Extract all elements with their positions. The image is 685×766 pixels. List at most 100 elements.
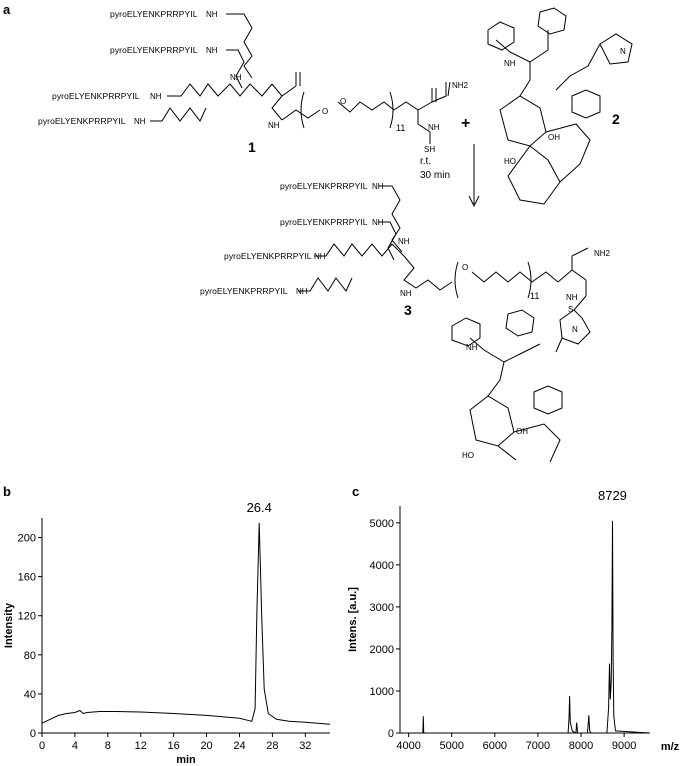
maldi-y-label: Intens. [a.u.] bbox=[347, 587, 359, 652]
maldi-x-tick-label: 5000 bbox=[439, 740, 463, 752]
c1-nh-3: NH bbox=[150, 92, 162, 101]
reaction-temp: r.t. bbox=[420, 156, 431, 167]
reaction-time: 30 min bbox=[420, 170, 450, 181]
c3-phenyl-2 bbox=[505, 309, 535, 337]
c2-nh: NH bbox=[504, 59, 516, 68]
c2-side-chain bbox=[495, 30, 549, 97]
c3-nh: NH bbox=[466, 343, 478, 352]
c1-peptide-4: pyroELYENKPRRPYIL bbox=[38, 116, 126, 126]
c3-nh-6: NH bbox=[400, 289, 412, 298]
c3-o-1: O bbox=[462, 263, 468, 272]
c2-phenyl-2 bbox=[537, 7, 567, 35]
c1-peptide-3: pyroELYENKPRRPYIL bbox=[52, 91, 140, 101]
panel-a-letter: a bbox=[3, 2, 11, 17]
hplc-series-line bbox=[41, 522, 331, 725]
c1-nh2: NH2 bbox=[452, 81, 469, 90]
c3-nh-4: NH bbox=[296, 287, 308, 296]
maldi-series-line bbox=[400, 520, 651, 734]
c3-nh-5: NH bbox=[398, 237, 410, 246]
hplc-x-label: min bbox=[176, 754, 196, 766]
c3-n: N bbox=[572, 325, 578, 334]
maldi-peak-label: 8729 bbox=[598, 490, 627, 503]
hplc-y-tick-label: 200 bbox=[18, 533, 36, 545]
c3-nh-1: NH bbox=[372, 182, 384, 191]
reaction-arrow-head bbox=[468, 195, 480, 208]
c3-oh: OH bbox=[516, 427, 528, 436]
c3-side-chain bbox=[469, 337, 541, 397]
c3-peg-linker bbox=[403, 255, 559, 291]
c1-branch-4 bbox=[150, 107, 207, 122]
c1-cys bbox=[393, 81, 451, 144]
plus-sign: + bbox=[461, 115, 470, 132]
hplc-x-tick-label: 0 bbox=[39, 740, 45, 752]
c1-branch-3 bbox=[167, 83, 273, 97]
c1-nh-4: NH bbox=[134, 117, 146, 126]
hplc-x-tick-label: 32 bbox=[299, 740, 311, 752]
c3-benzoyl bbox=[533, 385, 563, 415]
c3-branch-2 bbox=[378, 221, 397, 261]
panel-c-letter: c bbox=[352, 484, 360, 499]
c2-ho: HO bbox=[504, 157, 516, 166]
maldi-x-tick-label: 6000 bbox=[483, 740, 507, 752]
c2-phenyl-1 bbox=[487, 21, 515, 51]
c1-o-1: O bbox=[322, 107, 328, 116]
maldi-x-tick-label: 7000 bbox=[526, 740, 550, 752]
hplc-x-tick-label: 16 bbox=[168, 740, 180, 752]
c1-nh-7: NH bbox=[428, 123, 440, 132]
c3-phenyl-1 bbox=[451, 317, 481, 347]
c3-branch-4 bbox=[298, 277, 353, 292]
hplc-chart: 0 4 8 12 16 20 24 28 32 0 40 80 120 160 200 min Intensit… bbox=[3, 500, 331, 766]
maldi-x-tick-label: 4000 bbox=[396, 740, 420, 752]
c1-nh-5: NH bbox=[230, 73, 242, 82]
c1-o-2: O bbox=[340, 97, 346, 106]
c1-peg-repeat: 11 bbox=[396, 123, 405, 133]
c2-n: N bbox=[620, 47, 626, 56]
c2-benzoyl bbox=[571, 89, 601, 119]
hplc-y-tick-label: 160 bbox=[18, 572, 36, 584]
hplc-y-tick-label: 40 bbox=[24, 689, 36, 701]
compound-3-label: 3 bbox=[404, 302, 412, 318]
maldi-x-tick-label: 9000 bbox=[612, 740, 636, 752]
c1-peg-linker bbox=[281, 101, 395, 121]
compound-1-label: 1 bbox=[248, 139, 256, 155]
hplc-x-tick-label: 12 bbox=[135, 740, 147, 752]
c1-branch-2 bbox=[226, 49, 245, 89]
maldi-y-tick-label: 3000 bbox=[370, 602, 394, 614]
hplc-x-tick-label: 24 bbox=[233, 740, 245, 752]
hplc-y-tick-label: 120 bbox=[18, 611, 36, 623]
c2-taxane-core bbox=[499, 95, 591, 205]
c3-peptide-1: pyroELYENKPRRPYIL bbox=[280, 181, 368, 191]
maldi-x-label: m/z bbox=[661, 741, 680, 753]
c1-peg-bracket-left bbox=[300, 91, 305, 129]
c3-peg-bracket-right bbox=[527, 261, 532, 299]
c1-nh-6: NH bbox=[268, 121, 280, 130]
hplc-x-tick-label: 8 bbox=[105, 740, 111, 752]
c1-peg-bracket-right bbox=[389, 91, 394, 129]
maldi-y-tick-label: 0 bbox=[388, 728, 394, 740]
compound-2-label: 2 bbox=[612, 111, 620, 127]
maldi-y-tick-label: 5000 bbox=[370, 518, 394, 530]
c3-peg-bracket-left bbox=[454, 261, 459, 299]
c3-nh-7: NH bbox=[566, 293, 578, 302]
maldi-y-tick-label: 4000 bbox=[370, 560, 394, 572]
maldi-x-tick-label: 8000 bbox=[569, 740, 593, 752]
hplc-peak-label: 26.4 bbox=[247, 500, 272, 515]
hplc-x-tick-label: 4 bbox=[72, 740, 78, 752]
panel-b-letter: b bbox=[3, 484, 11, 499]
maldi-y-tick-label: 2000 bbox=[370, 644, 394, 656]
c2-oh: OH bbox=[548, 133, 560, 142]
hplc-x-tick-label: 28 bbox=[266, 740, 278, 752]
hplc-y-tick-label: 80 bbox=[24, 650, 36, 662]
c3-peptide-3: pyroELYENKPRRPYIL bbox=[224, 251, 312, 261]
c1-lysine bbox=[271, 72, 301, 121]
c3-nh-3: NH bbox=[314, 252, 326, 261]
c3-s: S bbox=[568, 305, 573, 314]
reaction-scheme: pyroELYENKPRRPYIL NH pyroELYENKPRRPYIL N… bbox=[38, 7, 633, 463]
hplc-y-tick-label: 0 bbox=[30, 728, 36, 740]
hplc-y-label: Intensity bbox=[3, 602, 15, 648]
hplc-x-tick-label: 20 bbox=[200, 740, 212, 752]
c1-peptide-1: pyroELYENKPRRPYIL bbox=[110, 9, 198, 19]
c3-peptide-2: pyroELYENKPRRPYIL bbox=[280, 217, 368, 227]
c3-peptide-4: pyroELYENKPRRPYIL bbox=[200, 286, 288, 296]
